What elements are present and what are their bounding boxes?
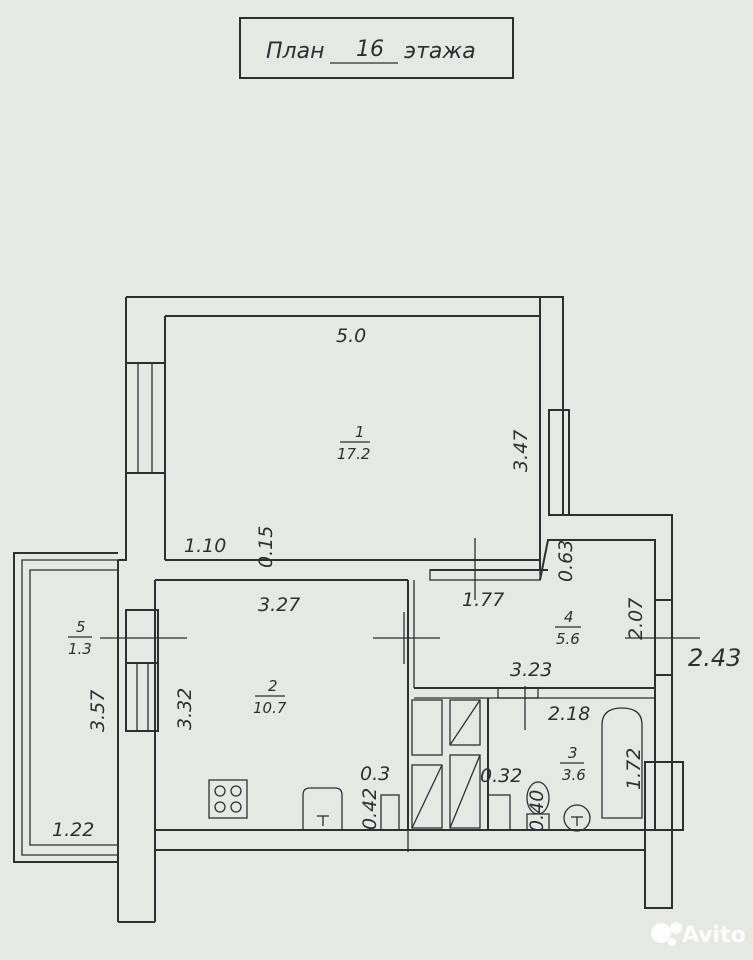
dim-hall-width: 2.07: [625, 598, 647, 640]
room-area: 3.6: [562, 766, 586, 784]
dim-corridor-offset: 0.63: [555, 540, 577, 582]
ceiling-height: 2.43: [688, 644, 741, 672]
title-frame: [239, 17, 514, 79]
watermark-text: Avito: [682, 923, 746, 948]
balcony-outer-rail: [13, 552, 118, 863]
dim-partition-offset: 1.10: [184, 535, 226, 557]
room-number: 2: [268, 677, 278, 695]
stove-burner-icon: [230, 801, 242, 813]
room-number: 1: [355, 423, 365, 441]
stove-icon: [208, 779, 248, 819]
dim-room1-width: 5.0: [336, 325, 366, 347]
room-number: 3: [568, 744, 578, 762]
stove-burner-icon: [230, 785, 242, 797]
watermark-dot-icon: [670, 922, 682, 934]
room-area: 1.3: [68, 640, 92, 658]
room-label-4: 4 5.6: [555, 608, 581, 648]
watermark-dot-icon: [651, 923, 671, 943]
dim-balcony-depth: 3.57: [87, 690, 109, 732]
dim-partition-thickness: 0.15: [255, 526, 277, 568]
dim-kitchen-depth: 3.32: [174, 688, 196, 730]
bath-door: [497, 687, 539, 699]
dim-balcony-width: 1.22: [52, 819, 94, 841]
balcony-door: [125, 609, 159, 664]
dim-kitchen-width: 3.27: [258, 594, 300, 616]
room-area: 17.2: [337, 445, 370, 463]
room-label-2: 2 10.7: [253, 677, 287, 717]
kitchen-niche: [380, 794, 400, 831]
wardrobe-upper-right: [449, 699, 481, 746]
title-suffix: этажа: [404, 39, 476, 64]
room-label-3: 3 3.6: [560, 744, 586, 784]
wardrobe-lower-left: [411, 764, 443, 829]
title-block: План 16 этажа: [239, 17, 514, 79]
title-floor-number: 16: [356, 37, 384, 62]
walls: [117, 296, 684, 923]
toilet-tank-icon: [526, 813, 550, 830]
balcony: [13, 552, 118, 863]
title-prefix: План: [266, 39, 324, 64]
room-label-5: 5 1.3: [68, 618, 92, 658]
room-number: 4: [564, 608, 574, 626]
bathtub-icon: [601, 707, 643, 819]
wardrobe-upper-left: [411, 699, 443, 756]
window-kitchen: [125, 662, 159, 732]
dim-doorway-width: 1.77: [462, 589, 504, 611]
room-labels: 1 17.2 2 10.7 3 3.6 4 5.6 5 1.3: [68, 423, 586, 784]
leader-lines: [100, 538, 700, 852]
hall-right-inner-wall: [539, 539, 656, 830]
balcony-inner-rail: [29, 569, 118, 846]
bath-shaft: [487, 794, 511, 831]
dim-room1-depth: 3.47: [510, 430, 532, 472]
room-number: 5: [76, 618, 86, 636]
window-room1: [125, 362, 166, 474]
left-outer-wall-mid: [118, 473, 127, 561]
room1-right-window: [548, 409, 570, 516]
dim-niche-depth: 0.42: [359, 788, 381, 830]
stove-burner-icon: [214, 785, 226, 797]
watermark: Avito: [651, 922, 746, 948]
room-label-1: 1 17.2: [337, 423, 370, 463]
wardrobe-door-swing: [449, 754, 481, 829]
stove-burner-icon: [214, 801, 226, 813]
kitchen-sink-icon: [302, 787, 343, 830]
dim-hall-length: 3.23: [510, 659, 552, 681]
right-outer-wall: [563, 514, 673, 909]
dim-shaft-depth: 0.40: [526, 790, 548, 832]
balcony-mid-rail: [21, 559, 118, 856]
dim-bath-width: 2.18: [548, 703, 590, 725]
wardrobe-door-swing: [449, 699, 481, 746]
top-outer-wall: [126, 296, 564, 515]
wash-basin-icon: [563, 804, 591, 832]
wardrobe-lower-right: [449, 754, 481, 829]
watermark-dot-icon: [668, 938, 676, 946]
room-area: 5.6: [556, 630, 580, 648]
dim-bath-depth: 1.72: [623, 748, 645, 790]
doorway-room1: [429, 569, 541, 581]
right-window-bath: [644, 761, 684, 831]
room-area: 10.7: [253, 699, 287, 717]
dim-shaft-width: 0.32: [480, 765, 522, 787]
dim-niche-width: 0.3: [360, 763, 390, 785]
fixtures: [208, 699, 643, 832]
dimension-labels: 5.0 3.47 1.10 0.15 0.63 1.77 3.27 3.32 3…: [52, 325, 741, 841]
wardrobe-door-swing: [411, 764, 443, 829]
